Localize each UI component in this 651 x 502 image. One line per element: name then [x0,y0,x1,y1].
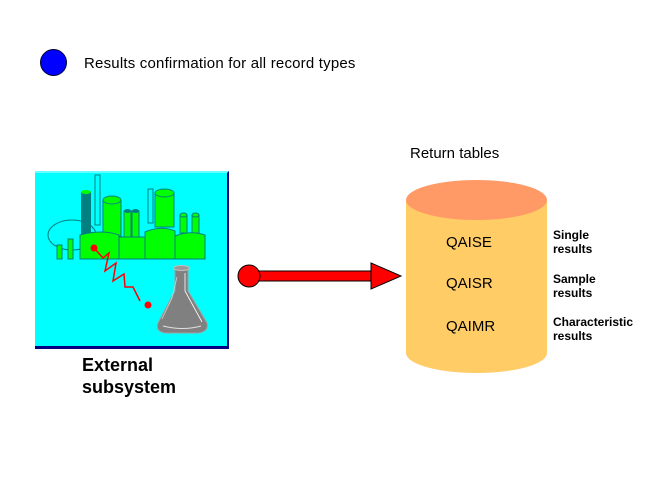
data-link-zigzag-icon [90,244,152,309]
subsystem-label: External subsystem [82,354,176,398]
return-tables-title: Return tables [410,145,500,162]
subsystem-illustration-svg [47,174,208,334]
transfer-arrow-icon [237,262,403,290]
table-desc-single: Single results [553,228,592,256]
external-subsystem-illustration [35,171,229,349]
table-desc-line2: results [553,286,593,300]
subsystem-label-line2: subsystem [82,377,177,397]
table-code-qaimr: QAIMR [446,318,496,335]
table-desc-line2: results [553,329,593,343]
table-code-qaisr: QAISR [446,275,493,292]
lab-flask-icon [156,265,208,334]
table-desc-line1: Single [553,228,590,242]
subsystem-label-line1: External [82,355,154,375]
table-desc-line2: results [553,242,593,256]
diagram-heading: Results confirmation for all record type… [84,55,356,72]
table-desc-line1: Characteristic [553,315,634,329]
table-code-qaise: QAISE [446,234,492,251]
table-desc-line1: Sample [553,272,596,286]
database-cylinder-icon [406,180,547,373]
table-desc-characteristic: Characteristic results [553,315,633,343]
factory-icon [47,174,206,260]
table-desc-sample: Sample results [553,272,596,300]
bullet-icon [40,49,67,76]
